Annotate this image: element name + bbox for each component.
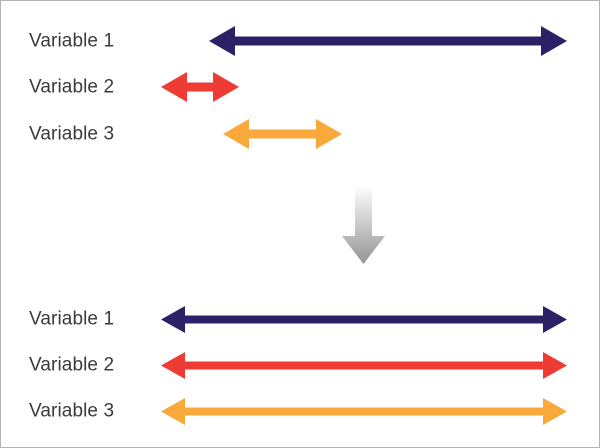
label-bottom-variable-1: Variable 1 (29, 308, 115, 330)
down-arrow-icon (341, 185, 385, 264)
label-bottom-variable-3: Variable 3 (29, 400, 115, 422)
arrow-bottom-variable-3 (161, 397, 567, 425)
label-bottom-variable-2: Variable 2 (29, 354, 115, 376)
label-top-variable-3: Variable 3 (29, 123, 115, 145)
label-top-variable-2: Variable 2 (29, 76, 115, 98)
arrow-top-variable-1 (209, 26, 567, 56)
arrow-top-variable-3 (223, 119, 342, 149)
label-top-variable-1: Variable 1 (29, 30, 115, 52)
transition-down-arrow (340, 185, 387, 264)
arrow-bottom-variable-1 (161, 305, 567, 333)
arrow-bottom-variable-2 (161, 351, 567, 379)
arrow-top-variable-2 (161, 72, 239, 102)
